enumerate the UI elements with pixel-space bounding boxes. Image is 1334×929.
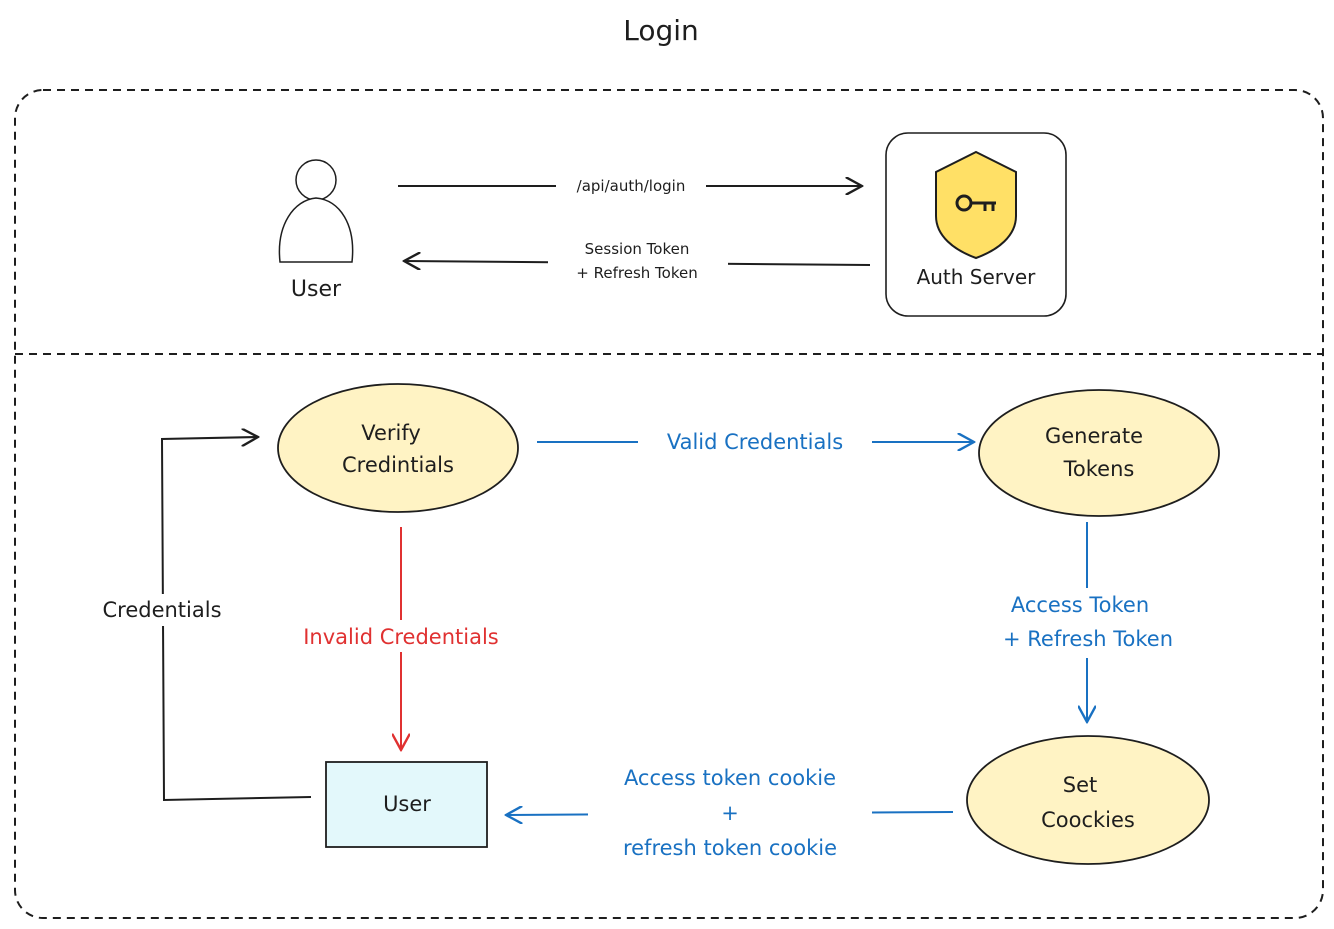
user-label: User (291, 277, 342, 302)
valid-credentials-label: Valid Credentials (667, 430, 843, 454)
set-cookies-node (966, 735, 1210, 865)
access-token-label: Access Token (1011, 593, 1149, 617)
outer-container (14, 89, 1324, 919)
verify-line1: Verify (361, 421, 421, 445)
session-token-label: Session Token (585, 240, 690, 258)
user-person-icon (278, 159, 354, 263)
login-request-label: /api/auth/login (577, 177, 686, 195)
generate-line1: Generate (1045, 424, 1143, 448)
credentials-label: Credentials (102, 598, 221, 622)
user-box (325, 761, 488, 848)
user-box-label: User (383, 792, 431, 816)
refresh-token-flow-label: + Refresh Token (1003, 627, 1173, 651)
generate-tokens-node (978, 389, 1220, 517)
refresh-token-label: + Refresh Token (576, 264, 697, 282)
set-line2: Coockies (1041, 808, 1135, 832)
shield-key-icon (935, 150, 1017, 260)
verify-line2: Credintials (342, 453, 454, 477)
generate-line2: Tokens (1063, 457, 1135, 481)
set-line1: Set (1063, 773, 1097, 797)
cookie-plus-label: + (721, 801, 739, 825)
invalid-credentials-label: Invalid Credentials (303, 625, 499, 649)
diagram-title: Login (623, 14, 699, 47)
refresh-cookie-label: refresh token cookie (623, 836, 837, 860)
verify-credentials-node (277, 383, 519, 513)
auth-server-label: Auth Server (917, 265, 1037, 289)
access-cookie-label: Access token cookie (624, 766, 836, 790)
